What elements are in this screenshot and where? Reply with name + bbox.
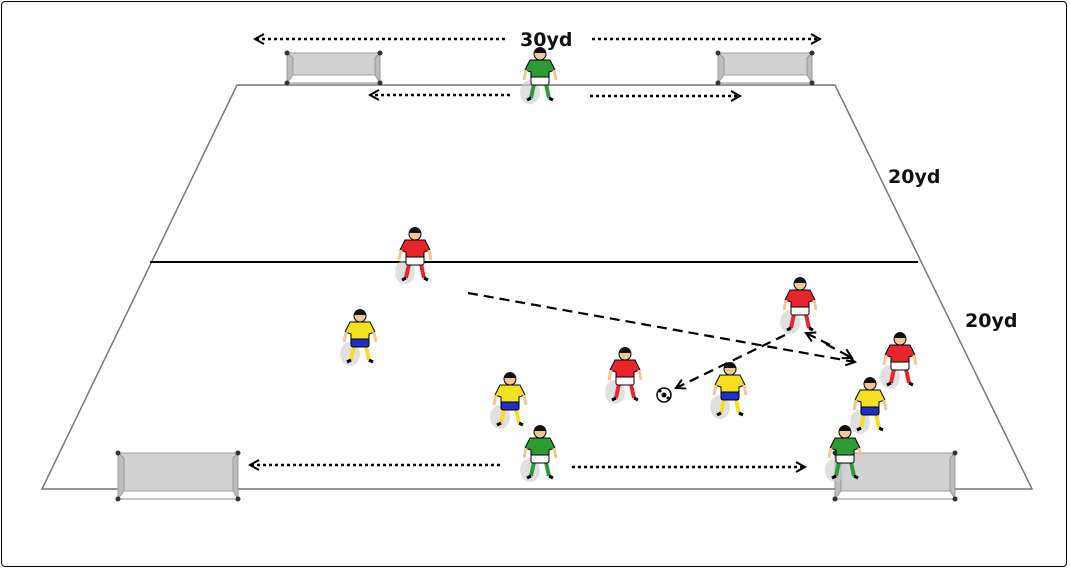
red-player — [780, 277, 818, 334]
red-player — [395, 227, 433, 284]
goal-top-right — [715, 50, 815, 86]
goal-bottom-left — [115, 450, 241, 502]
goalkeeper-bottom-left — [520, 425, 558, 482]
width-label: 30yd — [520, 29, 572, 51]
yellow-player — [340, 309, 378, 366]
top-half-length-label: 20yd — [888, 166, 940, 188]
pass-arrows — [467, 291, 855, 388]
goal-top-left — [284, 50, 383, 86]
yellow-player — [490, 372, 528, 429]
goalkeeper-top — [520, 47, 558, 104]
red-player-kicking — [605, 347, 643, 404]
red-player — [880, 332, 918, 389]
distance-arrows — [250, 39, 820, 467]
bottom-half-length-label: 20yd — [965, 310, 1017, 332]
ball — [656, 387, 672, 403]
goalkeeper-bottom-right — [825, 425, 863, 482]
yellow-player — [850, 377, 888, 434]
yellow-player — [710, 362, 748, 419]
pitch — [40, 84, 1034, 490]
